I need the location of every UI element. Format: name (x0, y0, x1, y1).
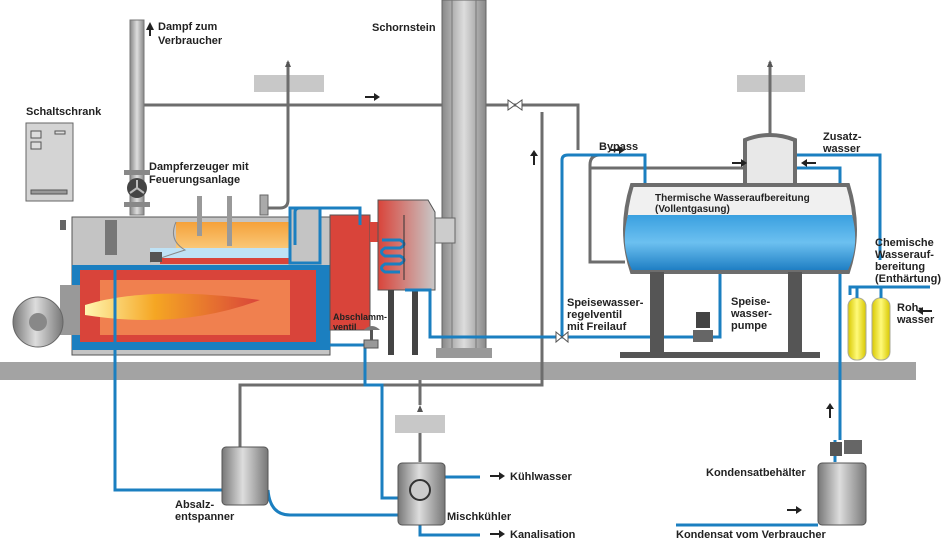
control-cabinet[interactable] (25, 122, 74, 202)
flue-gas-economizer (329, 199, 456, 355)
label-steam-to-consumer: Dampf zum (158, 21, 218, 33)
chimney (436, 0, 492, 358)
label-steam-to-consumer: Verbraucher (158, 35, 223, 47)
blowdown-flash-tank (221, 446, 269, 506)
label-steam-generator: Feuerungsanlage (149, 174, 240, 186)
label-cooling-water: Kühlwasser (510, 471, 572, 483)
steam-outlet-pipe (124, 19, 150, 216)
arrow-up-icon (767, 60, 773, 67)
flame (85, 293, 260, 320)
water-softener-tanks (847, 288, 891, 361)
label-chemical-treatment: (Enthärtung) (875, 273, 941, 285)
deaerator-tank (620, 133, 857, 358)
exhaust-vent-box (395, 415, 445, 433)
burner-fan (12, 285, 80, 348)
label-feedwater-valve: Speisewasser- (567, 297, 644, 309)
mixing-cooler (397, 462, 446, 526)
label-feedwater-pump: Speise- (731, 296, 770, 308)
condensate-pump-icon[interactable] (830, 440, 862, 456)
blowdown-valve-icon[interactable] (363, 326, 380, 349)
label-chemical-treatment: bereitung (875, 261, 925, 273)
label-blowdown-flash-tank: entspanner (175, 511, 235, 523)
label-feedwater-valve: regelventil (567, 309, 622, 321)
label-thermal-treatment: Thermische Wasseraufbereitung (655, 193, 810, 204)
label-bypass: Bypass (599, 141, 638, 153)
label-control-cabinet: Schaltschrank (26, 106, 102, 118)
label-blowdown-valve: Abschlamm- (333, 312, 387, 322)
arrow-up-icon (146, 22, 154, 30)
ground-floor (0, 362, 916, 380)
label-raw-water: wasser (896, 314, 935, 326)
label-feedwater-valve: mit Freilauf (567, 321, 627, 333)
valve-icon[interactable] (507, 99, 523, 111)
label-chemical-treatment: Chemische (875, 237, 934, 249)
label-steam-generator: Dampferzeuger mit (149, 161, 249, 173)
label-feedwater-pump: pumpe (731, 320, 767, 332)
label-makeup-water: Zusatz- (823, 131, 862, 143)
main-steam-valve-icon[interactable] (127, 178, 147, 198)
label-makeup-water: wasser (822, 143, 861, 155)
label-blowdown-flash-tank: Absalz- (175, 499, 214, 511)
label-blowdown-valve: ventil (333, 322, 357, 332)
arrow-up-icon (285, 60, 291, 67)
label-thermal-treatment: (Vollentgasung) (655, 204, 730, 215)
flow-arrow-icons (365, 93, 932, 538)
water-lines (113, 153, 930, 537)
steam-boiler (60, 194, 331, 356)
label-sewer: Kanalisation (510, 529, 576, 541)
feedwater-control-valve-icon[interactable] (555, 330, 569, 344)
feedwater-pump-icon[interactable] (693, 312, 713, 342)
label-chemical-treatment: Wasserauf- (875, 249, 934, 261)
label-chimney: Schornstein (372, 22, 436, 34)
label-condensate-from-consumer: Kondensat vom Verbraucher (676, 529, 826, 541)
arrow-up-icon (417, 405, 423, 412)
label-feedwater-pump: wasser- (730, 308, 772, 320)
condensate-tank (817, 462, 867, 526)
label-condensate-tank: Kondensatbehälter (706, 467, 806, 479)
label-mixing-cooler: Mischkühler (447, 511, 512, 523)
label-raw-water: Roh- (897, 302, 922, 314)
